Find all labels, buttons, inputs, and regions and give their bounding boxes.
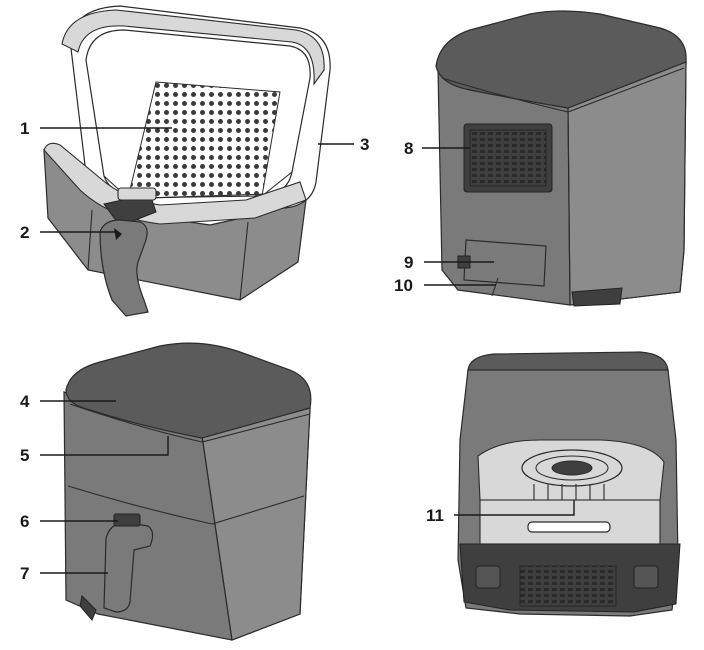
callout-2: 2 xyxy=(20,223,29,242)
front-lid xyxy=(65,342,312,439)
callout-1: 1 xyxy=(20,119,29,138)
rear-view-illustration xyxy=(435,10,687,307)
callout-11: 11 xyxy=(426,506,444,525)
callout-9: 9 xyxy=(404,253,413,272)
basket-rim xyxy=(61,9,325,86)
callout-3: 3 xyxy=(360,135,369,154)
leader-11 xyxy=(454,500,575,516)
rear-lid xyxy=(435,10,687,109)
callout-4: 4 xyxy=(20,392,30,411)
callout-6: 6 xyxy=(20,512,29,531)
callout-labels: 1 2 3 4 5 6 7 8 9 10 11 xyxy=(20,119,444,583)
basket-illustration xyxy=(43,5,331,317)
basket-release-button xyxy=(113,513,141,527)
basket-handle xyxy=(99,219,149,317)
callout-5: 5 xyxy=(20,446,29,465)
callout-10: 10 xyxy=(394,276,413,295)
basket-slot xyxy=(527,521,611,533)
callout-8: 8 xyxy=(404,139,413,158)
leader-5 xyxy=(40,436,169,456)
callout-7: 7 xyxy=(20,564,29,583)
cord-compartment xyxy=(463,239,547,287)
callout-leaders xyxy=(40,127,575,574)
button-guard xyxy=(117,187,157,201)
front-view-illustration xyxy=(63,342,312,641)
underside-view-illustration xyxy=(457,351,681,617)
